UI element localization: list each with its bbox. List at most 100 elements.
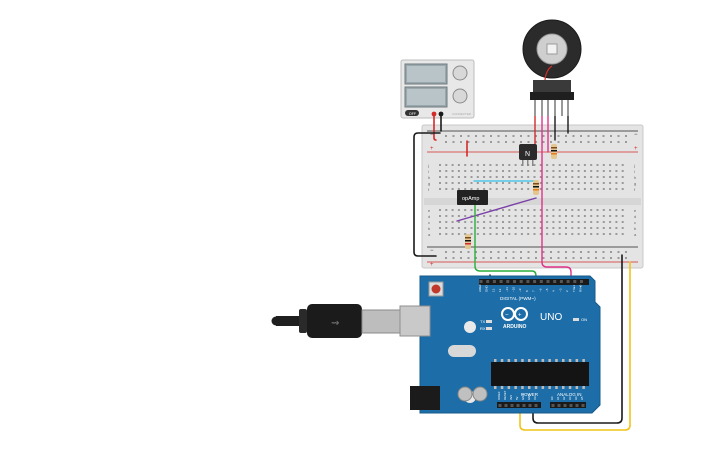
bb-hole[interactable]	[445, 221, 448, 223]
bb-hole[interactable]	[514, 209, 517, 211]
bb-hole[interactable]	[457, 170, 460, 172]
bb-hole[interactable]	[609, 221, 612, 223]
bb-hole[interactable]	[489, 170, 492, 172]
bb-hole[interactable]	[583, 215, 586, 217]
bb-hole[interactable]	[508, 170, 511, 172]
rail-hole[interactable]	[452, 251, 455, 253]
bb-hole[interactable]	[457, 227, 460, 229]
rail-hole[interactable]	[587, 141, 590, 143]
bb-hole[interactable]	[621, 227, 624, 229]
bb-hole[interactable]	[615, 221, 618, 223]
rail-hole[interactable]	[490, 141, 492, 143]
rail-hole[interactable]	[467, 135, 470, 137]
bb-hole[interactable]	[464, 233, 467, 235]
bb-hole[interactable]	[514, 176, 517, 178]
rail-hole[interactable]	[572, 141, 575, 143]
rotary-encoder[interactable]	[522, 19, 582, 116]
bb-hole[interactable]	[577, 164, 580, 166]
bb-hole[interactable]	[439, 176, 441, 178]
bb-hole[interactable]	[508, 215, 511, 217]
digital-pin[interactable]	[526, 280, 530, 283]
bb-hole[interactable]	[508, 233, 511, 235]
bb-hole[interactable]	[520, 188, 523, 190]
digital-pin[interactable]	[573, 280, 577, 283]
bb-hole[interactable]	[489, 221, 492, 223]
analog-pin[interactable]	[569, 404, 573, 407]
rail-hole[interactable]	[610, 257, 612, 259]
bb-hole[interactable]	[464, 209, 467, 211]
analog-pin[interactable]	[581, 404, 585, 407]
rail-hole[interactable]	[505, 141, 507, 143]
rail-hole[interactable]	[610, 251, 612, 253]
analog-pin[interactable]	[551, 404, 555, 407]
bb-hole[interactable]	[508, 182, 511, 184]
bb-hole[interactable]	[583, 188, 586, 190]
bb-hole[interactable]	[533, 221, 536, 223]
bb-hole[interactable]	[520, 182, 523, 184]
bb-hole[interactable]	[565, 233, 567, 235]
bb-hole[interactable]	[483, 215, 486, 217]
rail-hole[interactable]	[565, 251, 567, 253]
bb-hole[interactable]	[546, 233, 549, 235]
bb-hole[interactable]	[476, 182, 479, 184]
bb-hole[interactable]	[445, 176, 448, 178]
bb-hole[interactable]	[583, 233, 586, 235]
bb-hole[interactable]	[596, 221, 599, 223]
bb-hole[interactable]	[527, 176, 530, 178]
bb-hole[interactable]	[514, 233, 517, 235]
rail-hole[interactable]	[565, 135, 567, 137]
bb-hole[interactable]	[439, 170, 441, 172]
bb-hole[interactable]	[571, 182, 574, 184]
bb-hole[interactable]	[552, 227, 555, 229]
bb-hole[interactable]	[483, 170, 486, 172]
rail-hole[interactable]	[452, 141, 455, 143]
bb-hole[interactable]	[546, 182, 549, 184]
bb-hole[interactable]	[476, 170, 479, 172]
bb-hole[interactable]	[514, 221, 517, 223]
bb-hole[interactable]	[439, 188, 441, 190]
bb-hole[interactable]	[457, 164, 460, 166]
bb-hole[interactable]	[520, 209, 523, 211]
bb-hole[interactable]	[457, 209, 460, 211]
bb-hole[interactable]	[539, 176, 542, 178]
rail-hole[interactable]	[497, 257, 500, 259]
bb-hole[interactable]	[602, 182, 605, 184]
bb-hole[interactable]	[558, 221, 561, 223]
bb-hole[interactable]	[558, 209, 561, 211]
bb-hole[interactable]	[602, 176, 605, 178]
bb-hole[interactable]	[508, 176, 511, 178]
rail-hole[interactable]	[542, 257, 545, 259]
bb-hole[interactable]	[464, 176, 467, 178]
digital-pin[interactable]	[506, 280, 510, 283]
bb-hole[interactable]	[621, 164, 624, 166]
rail-hole[interactable]	[572, 135, 575, 137]
rail-hole[interactable]	[490, 251, 492, 253]
bb-hole[interactable]	[609, 182, 612, 184]
bb-hole[interactable]	[615, 182, 618, 184]
rail-hole[interactable]	[505, 135, 507, 137]
bb-hole[interactable]	[457, 221, 460, 223]
bb-hole[interactable]	[552, 182, 555, 184]
bb-hole[interactable]	[533, 176, 536, 178]
bb-hole[interactable]	[539, 164, 542, 166]
bb-hole[interactable]	[508, 164, 511, 166]
bb-hole[interactable]	[583, 176, 586, 178]
bb-hole[interactable]	[558, 164, 561, 166]
digital-pin[interactable]	[519, 280, 523, 283]
rail-hole[interactable]	[505, 257, 507, 259]
bb-hole[interactable]	[464, 188, 467, 190]
rail-hole[interactable]	[587, 135, 590, 137]
bb-hole[interactable]	[546, 221, 549, 223]
bb-hole[interactable]	[590, 182, 593, 184]
rail-hole[interactable]	[542, 141, 545, 143]
bb-hole[interactable]	[539, 221, 542, 223]
bb-hole[interactable]	[590, 188, 593, 190]
analog-pin[interactable]	[557, 404, 561, 407]
bb-hole[interactable]	[464, 182, 467, 184]
bb-hole[interactable]	[483, 182, 486, 184]
bb-hole[interactable]	[520, 227, 523, 229]
bb-hole[interactable]	[546, 176, 549, 178]
rail-hole[interactable]	[512, 141, 515, 143]
rail-hole[interactable]	[580, 141, 582, 143]
